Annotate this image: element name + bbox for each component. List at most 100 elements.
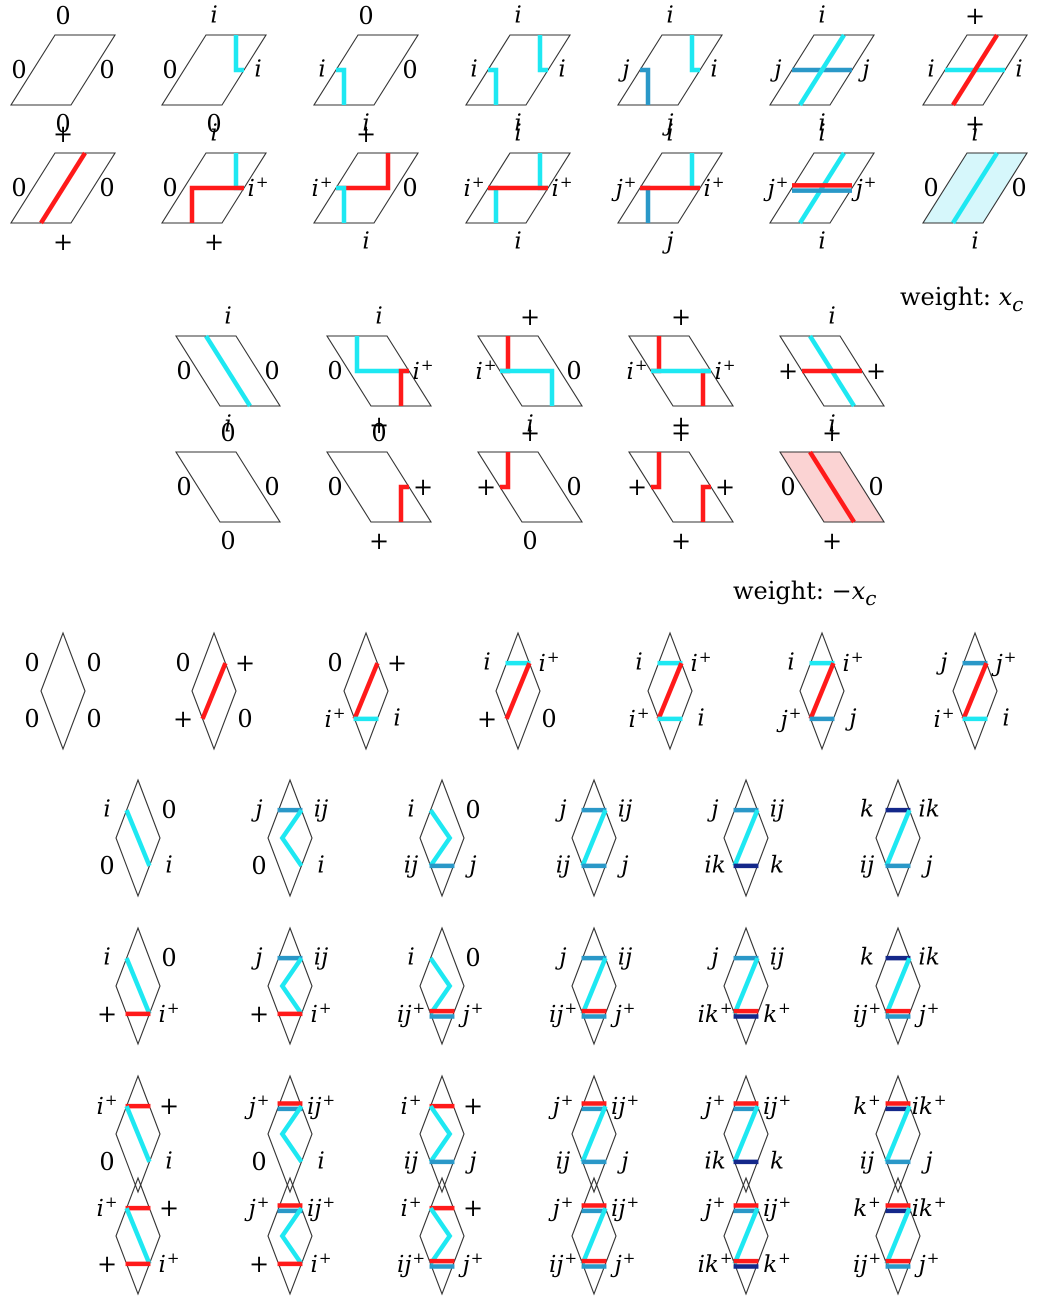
strand: [428, 808, 453, 868]
edge-label: 0: [402, 174, 418, 202]
edge-label: i+: [628, 704, 650, 733]
strand: [640, 185, 651, 223]
edge-label: i+: [703, 173, 725, 202]
edge-label: i+: [400, 1193, 422, 1222]
edge-label: i+: [690, 648, 712, 677]
edge-label: k+: [853, 1091, 881, 1120]
edge-label: i: [514, 120, 522, 147]
strand: [488, 185, 499, 223]
edge-label: j+: [918, 999, 940, 1028]
edge-label: 0: [162, 174, 178, 202]
edge-label: 0: [99, 56, 115, 84]
edge-label: k: [860, 944, 874, 971]
strand: [200, 662, 228, 720]
edge-label: 0: [220, 527, 236, 555]
edge-label: j: [621, 852, 629, 879]
edge-label: ik+: [697, 1249, 733, 1278]
tile-outline: [571, 926, 617, 1046]
strand: [884, 1105, 912, 1163]
tile-outline: [313, 152, 419, 224]
edge-label: i: [362, 228, 370, 255]
edge-label: ij: [859, 1148, 875, 1175]
tile-outline: [343, 631, 389, 751]
edge-label: i: [666, 120, 674, 147]
edge-label: j+: [552, 1091, 574, 1120]
tile-outline: [769, 34, 875, 106]
strand: [689, 153, 700, 191]
edge-label: 0: [55, 2, 71, 30]
edge-label: i: [558, 56, 566, 83]
edge-label: +: [626, 473, 648, 501]
strand: [488, 67, 499, 105]
strand: [39, 151, 87, 225]
strand: [808, 450, 856, 524]
edge-label: j: [849, 705, 857, 732]
edge-label: 0: [358, 2, 374, 30]
tile-outline: [723, 1176, 769, 1296]
edge-label: i+: [158, 999, 180, 1028]
edge-label: i: [818, 120, 826, 147]
edge-label: 0: [251, 852, 267, 880]
tile-outline: [419, 1176, 465, 1296]
edge-label: ij: [859, 852, 875, 879]
edge-label: 0: [371, 419, 387, 447]
edge-label: +: [670, 527, 692, 555]
edge-label: 0: [251, 1148, 267, 1176]
edge-label: +: [368, 411, 390, 439]
edge-label: 0: [868, 473, 884, 501]
edge-label: i: [317, 1148, 325, 1175]
edge-label: j+: [615, 173, 637, 202]
edge-label: +: [412, 473, 434, 501]
edge-label: i: [407, 944, 415, 971]
edge-label: +: [865, 357, 887, 385]
edge-label: ik: [918, 944, 940, 971]
edge-label: ik+: [911, 1193, 947, 1222]
strand: [656, 662, 684, 720]
tile-outline: [617, 34, 723, 106]
edge-label: +: [158, 1194, 180, 1222]
strand: [580, 1105, 608, 1163]
edge-label: j+: [780, 704, 802, 733]
edge-label: i: [710, 56, 718, 83]
strand: [651, 452, 662, 490]
strand: [798, 33, 846, 107]
edge-label: 0: [99, 1148, 115, 1176]
strand: [354, 336, 409, 374]
edge-label: +: [203, 228, 225, 256]
strand: [428, 956, 453, 1016]
edge-label: 0: [206, 110, 222, 138]
tile-outline: [617, 152, 723, 224]
edge-label: +: [519, 419, 541, 447]
strand: [124, 1207, 152, 1265]
strand: [336, 185, 347, 223]
edge-label: j: [925, 852, 933, 879]
edge-label: j: [666, 228, 674, 255]
weight-value: xc: [998, 283, 1024, 316]
tile-outline: [175, 335, 281, 407]
edge-label: 0: [465, 944, 481, 972]
edge-label: ij: [555, 1148, 571, 1175]
strand: [279, 808, 304, 868]
edge-label: j: [925, 1148, 933, 1175]
strand: [124, 1105, 152, 1163]
edge-label: ij+: [548, 999, 578, 1028]
strand: [798, 151, 846, 225]
edge-label: +: [670, 419, 692, 447]
edge-label: i: [526, 411, 534, 438]
weight-value: −xc: [831, 577, 877, 610]
strand: [124, 809, 152, 867]
edge-label: +: [670, 303, 692, 331]
strand: [233, 153, 244, 191]
edge-label: i: [828, 411, 836, 438]
tile-outline: [175, 451, 281, 523]
edge-label: j: [666, 110, 674, 137]
edge-label: i: [210, 120, 218, 147]
edge-label: j: [255, 944, 263, 971]
edge-label: j+: [704, 1091, 726, 1120]
tile-outline: [723, 926, 769, 1046]
edge-label: 0: [327, 473, 343, 501]
edge-label: ij+: [610, 1091, 640, 1120]
strand: [124, 957, 152, 1015]
edge-label: k+: [763, 1249, 791, 1278]
edge-label: j+: [462, 1249, 484, 1278]
